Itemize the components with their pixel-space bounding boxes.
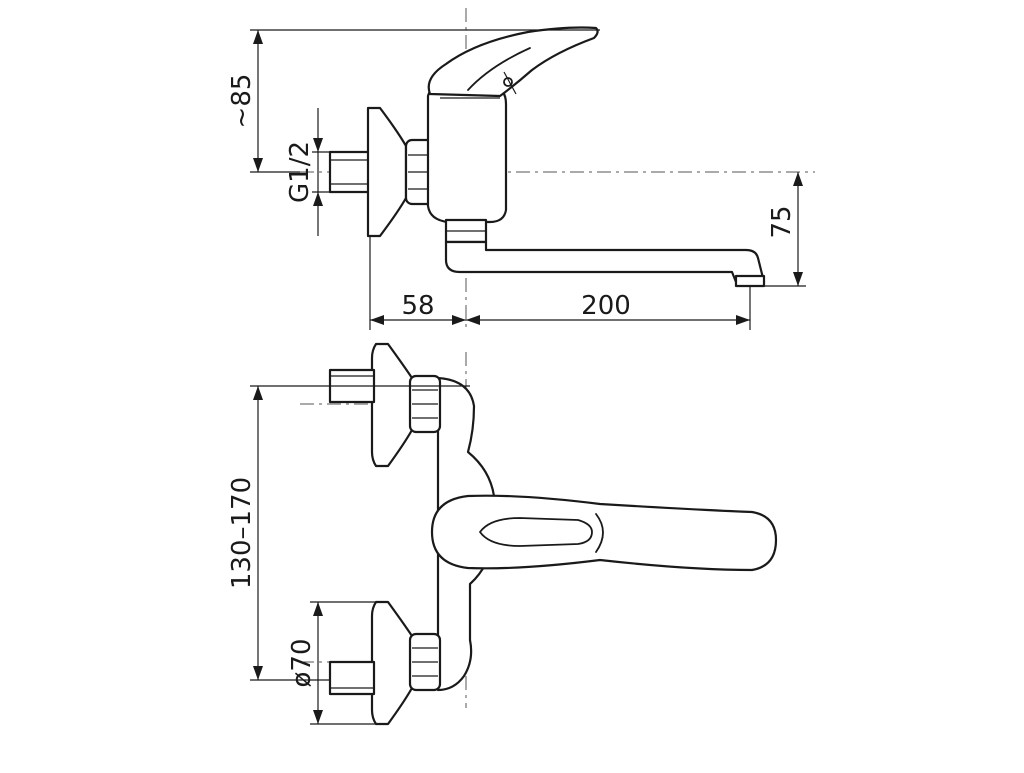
rosette-side xyxy=(366,106,408,238)
spout-side xyxy=(444,240,766,284)
thread-connector xyxy=(328,150,374,194)
rosette-top-upper xyxy=(370,342,414,468)
side-view xyxy=(300,8,815,330)
lever-handle-side xyxy=(427,26,599,98)
top-view xyxy=(300,342,778,726)
top-view-dimensions: 130–170 ø70 xyxy=(227,385,470,725)
dim-thread: G1/2 xyxy=(285,141,315,203)
dim-spout-height: 75 xyxy=(767,205,797,238)
dim-wall-offset: 58 xyxy=(401,291,434,321)
connector-top-lower xyxy=(328,660,376,696)
dim-center-distance: 130–170 xyxy=(227,477,257,589)
faucet-body xyxy=(426,84,508,224)
dim-spout-length: 200 xyxy=(581,291,631,321)
side-view-dimensions: ~85 G1/2 75 58 200 xyxy=(227,29,806,330)
lever-handle-top xyxy=(430,494,778,572)
dim-handle-height: ~85 xyxy=(227,74,257,129)
dim-rosette-diameter: ø70 xyxy=(287,639,317,688)
rosette-top-lower xyxy=(370,600,414,726)
aerator xyxy=(734,274,766,288)
handle-grip xyxy=(479,517,593,547)
